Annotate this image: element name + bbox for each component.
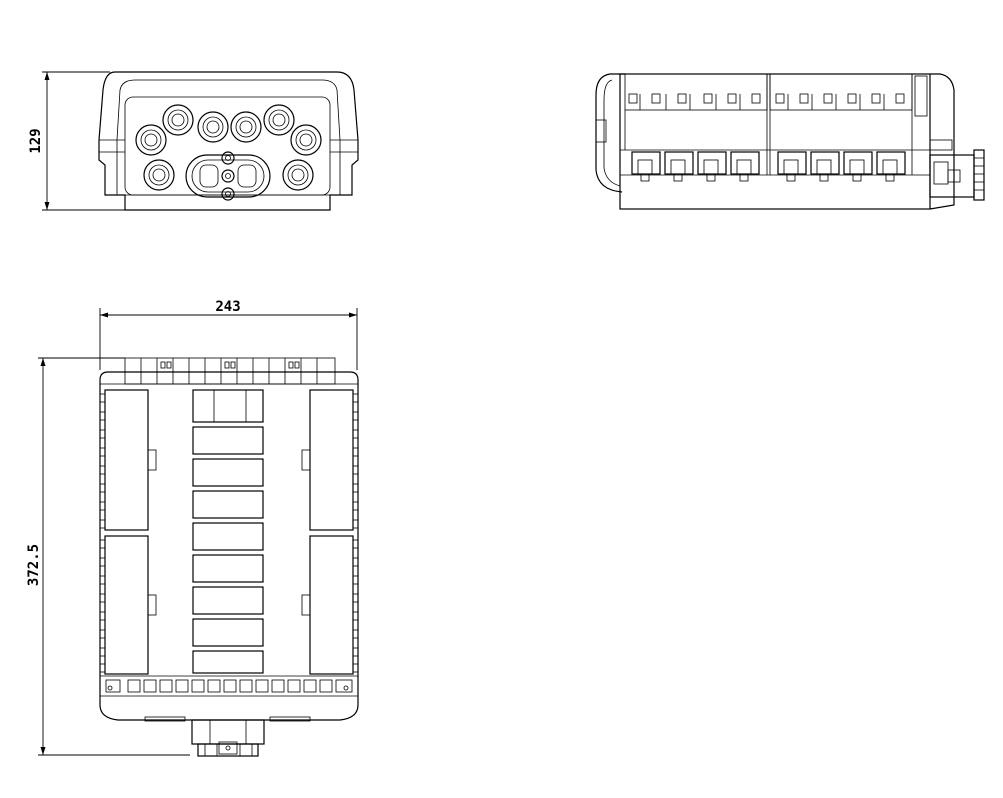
left-trays xyxy=(104,389,157,675)
side-gland xyxy=(929,149,985,201)
front-view: 129 xyxy=(28,71,359,211)
front-body-outline xyxy=(98,71,359,211)
center-adapter-stack xyxy=(192,389,264,674)
cable-glands xyxy=(135,104,322,191)
dimension-label-129: 129 xyxy=(28,128,44,153)
dimension-label-243: 243 xyxy=(215,299,240,315)
bottom-port-row xyxy=(105,679,353,693)
side-top-latches xyxy=(628,93,905,110)
dimension-243: 243 xyxy=(99,299,358,370)
right-side-latches xyxy=(352,393,359,673)
dimension-label-372-5: 372.5 xyxy=(26,544,42,586)
dimension-372-5: 372.5 xyxy=(26,357,190,756)
central-oval-port xyxy=(185,151,271,201)
top-body-outline xyxy=(99,371,359,721)
dimension-129: 129 xyxy=(28,71,125,211)
top-latch-row xyxy=(124,357,336,385)
left-side-latches xyxy=(99,393,106,673)
side-view xyxy=(595,73,985,210)
right-trays xyxy=(301,389,354,675)
bottom-gland xyxy=(144,716,311,757)
top-view: 243 372.5 xyxy=(26,299,359,757)
side-adapter-blocks xyxy=(631,151,906,182)
